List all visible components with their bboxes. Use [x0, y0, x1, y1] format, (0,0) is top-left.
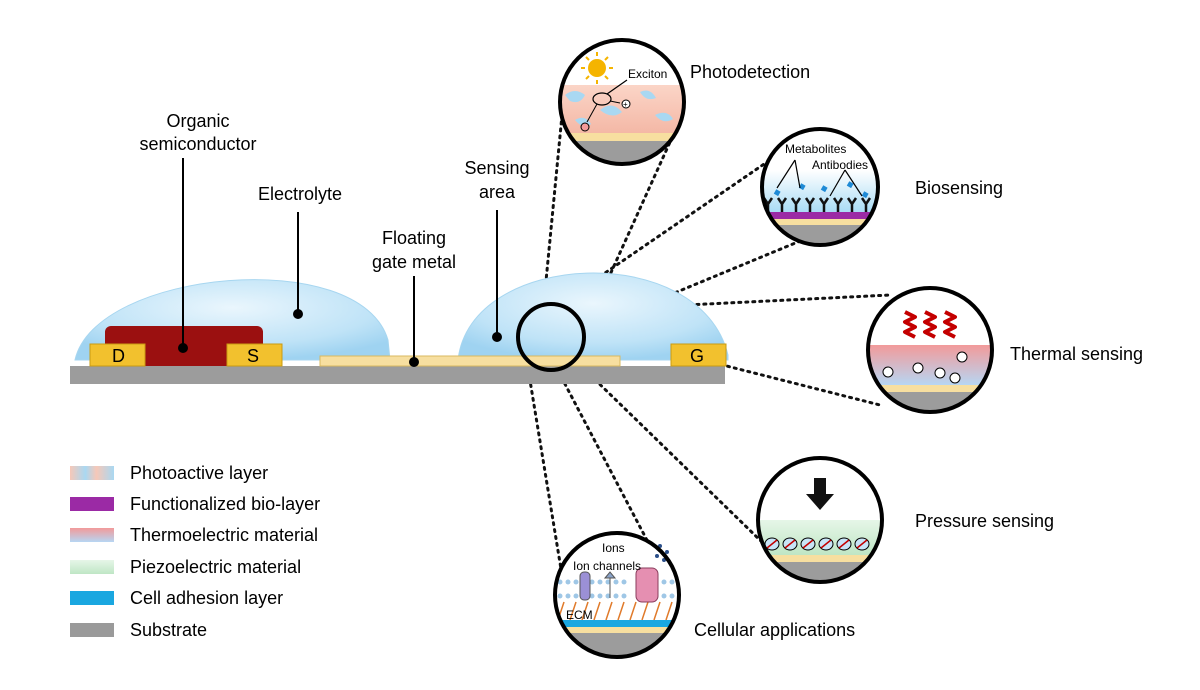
pointer-lines — [178, 158, 502, 367]
photodetection-inset: + Exciton — [558, 38, 686, 166]
floating-gate-label-1: Floating — [382, 228, 446, 248]
metabolites-label: Metabolites — [785, 142, 846, 156]
sun-icon — [581, 52, 613, 84]
legend-swatch — [70, 560, 114, 574]
exciton-label: Exciton — [628, 67, 667, 81]
semiconductor-label: semiconductor — [139, 134, 256, 154]
legend-swatch — [70, 623, 114, 637]
drain-electrode — [89, 343, 146, 367]
pressure-label: Pressure sensing — [915, 511, 1054, 531]
legend-swatch — [70, 591, 114, 605]
svg-text:+: + — [623, 100, 628, 109]
sensing-area-magnifier — [516, 302, 586, 372]
legend-label: Cell adhesion layer — [130, 587, 284, 608]
legend-label: Thermoelectric material — [130, 524, 319, 545]
antibodies-label: Antibodies — [812, 158, 868, 172]
legend-label: Functionalized bio-layer — [130, 493, 321, 514]
legend-item: Functionalized bio-layer — [70, 493, 320, 515]
biosensing-inset: Metabolites Antibodies — [760, 127, 880, 247]
thermal-inset — [866, 286, 994, 414]
biosensing-label: Biosensing — [915, 178, 1003, 198]
ions-label: Ions — [602, 541, 625, 555]
ion-channels-label: Ion channels — [573, 559, 641, 573]
sensing-area-label-2: area — [479, 182, 516, 202]
sensing-droplet — [457, 272, 729, 361]
ecm-label: ECM — [566, 608, 593, 622]
floating-gate-label-2: gate metal — [372, 252, 456, 272]
zoom-lines — [523, 103, 892, 577]
legend-label: Photoactive layer — [130, 462, 269, 483]
drain-label: D — [112, 346, 125, 366]
legend-item: Piezoelectric material — [70, 556, 301, 578]
exciton-icon — [592, 92, 612, 106]
photodetection-label: Photodetection — [690, 62, 810, 82]
legend-swatch — [70, 466, 114, 480]
organic-label: Organic — [166, 111, 229, 131]
legend-item: Substrate — [70, 619, 207, 641]
down-arrow-icon — [806, 478, 834, 510]
legend-label: Substrate — [130, 619, 208, 640]
cellular-inset: Ions Ion channels ECM — [553, 531, 681, 659]
cellular-label: Cellular applications — [694, 620, 855, 640]
substrate — [70, 366, 725, 384]
legend-swatch — [70, 528, 114, 542]
electrolyte-label: Electrolyte — [258, 184, 342, 204]
legend-item: Thermoelectric material — [70, 524, 318, 546]
legend-item: Photoactive layer — [70, 462, 268, 484]
source-electrode — [226, 343, 283, 367]
floating-gate-metal — [319, 355, 621, 367]
legend-label: Piezoelectric material — [130, 556, 302, 577]
source-label: S — [247, 346, 259, 366]
legend-item: Cell adhesion layer — [70, 587, 283, 609]
gate-label: G — [690, 346, 704, 366]
pressure-inset — [756, 456, 884, 584]
legend-swatch — [70, 497, 114, 511]
gate-electrode — [670, 343, 727, 367]
sensing-area-label-1: Sensing — [464, 158, 529, 178]
thermal-label: Thermal sensing — [1010, 344, 1143, 364]
